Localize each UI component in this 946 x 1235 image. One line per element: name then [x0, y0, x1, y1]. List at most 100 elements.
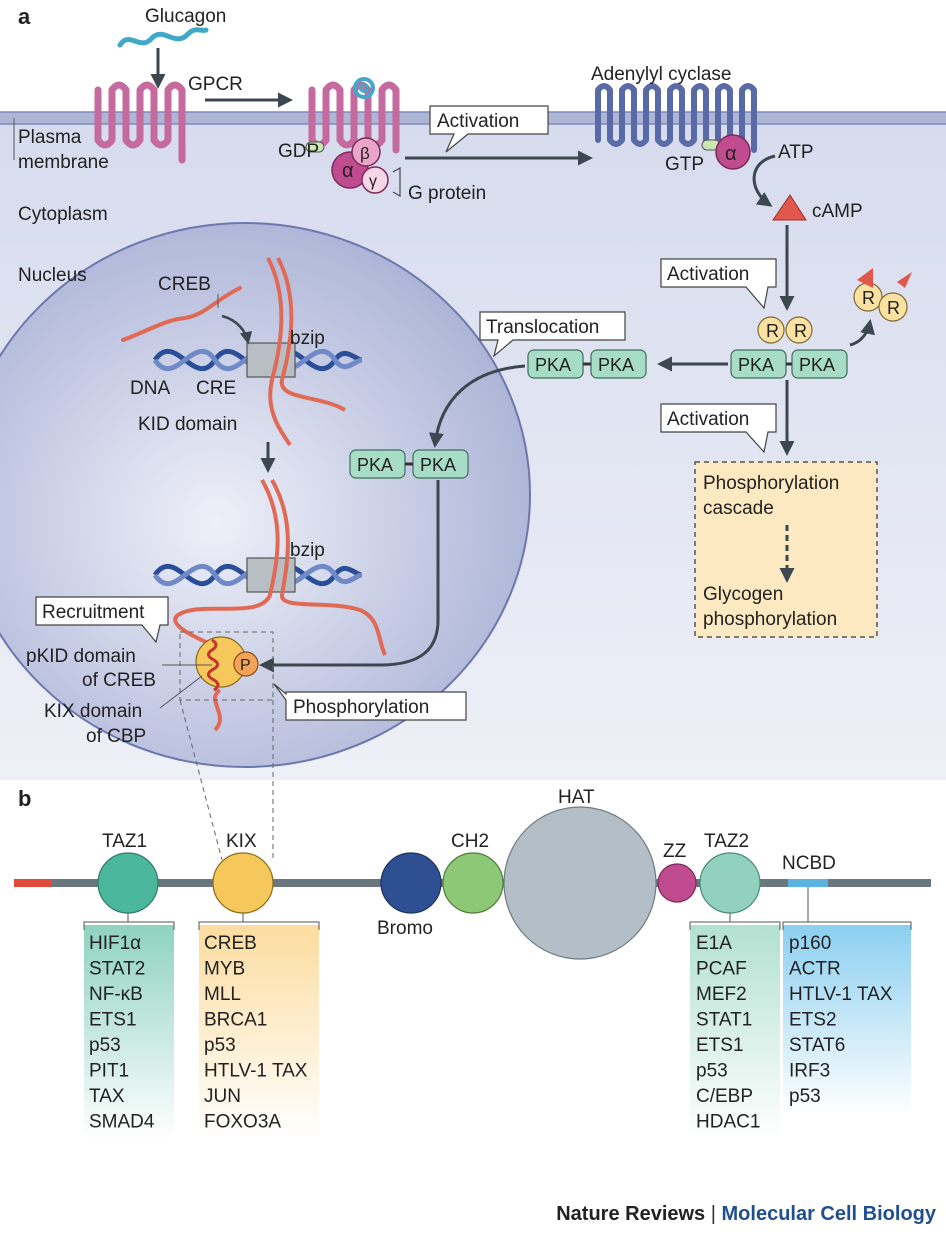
- kix-domain: [212, 852, 274, 914]
- cytoplasm-label: Cytoplasm: [18, 204, 108, 225]
- ncbd-partner-box: [782, 887, 912, 1115]
- creb-protein-bottom: [173, 479, 387, 732]
- glucagon-molecule: [117, 27, 209, 48]
- dna-bottom: [152, 557, 363, 593]
- taz1-domain: [97, 852, 159, 914]
- ncbd-partner-6: p53: [789, 1086, 821, 1107]
- kix-partner-1: MYB: [204, 959, 245, 980]
- bromo-label: Bromo: [377, 918, 433, 939]
- kix-partner-3: BRCA1: [204, 1010, 267, 1031]
- journal-footer: Nature Reviews | Molecular Cell Biology: [556, 1203, 936, 1226]
- taz1-partner-5: PIT1: [89, 1061, 129, 1082]
- ncbd-partner-4: STAT6: [789, 1035, 845, 1056]
- hat-label: HAT: [558, 787, 595, 808]
- translocation-callout: [479, 311, 626, 358]
- zoom-line-left: [179, 699, 223, 861]
- g-beta-label: β: [360, 144, 370, 163]
- ch2-domain: [442, 852, 504, 914]
- ncbd-partner-3: ETS2: [789, 1010, 837, 1031]
- bzip-label-top: bzip: [290, 328, 325, 349]
- activation-callout-top: [429, 105, 549, 153]
- r-subunit-label-2: R: [794, 321, 807, 341]
- nucleus: [0, 222, 531, 768]
- translocation-label: Translocation: [486, 317, 599, 338]
- phosphorylation-label: Phosphorylation: [293, 697, 429, 718]
- plasma-membrane-label-1: Plasma: [18, 127, 82, 148]
- taz1-partner-6: TAX: [89, 1086, 125, 1107]
- translocation-arrow: [428, 364, 526, 448]
- kix-partner-box: [198, 913, 320, 1140]
- pkid-label-1: pKID domain: [26, 646, 136, 667]
- kix-cbp-label-2: of CBP: [86, 726, 146, 747]
- activation-label-mid: Activation: [667, 264, 749, 285]
- hat-domain: [503, 806, 657, 960]
- dna-label: DNA: [130, 378, 170, 399]
- gdp-label: GDP: [278, 141, 319, 162]
- taz1-partner-7: SMAD4: [89, 1112, 155, 1133]
- glycogen-label-2: phosphorylation: [703, 609, 837, 630]
- journal-name: Nature Reviews: [556, 1203, 706, 1225]
- plasma-membrane-label-2: membrane: [18, 152, 109, 173]
- taz2-partner-7: HDAC1: [696, 1112, 760, 1133]
- panel-b-label: b: [18, 786, 31, 811]
- g-protein-label: G protein: [408, 183, 486, 204]
- adenylyl-cyclase: [595, 83, 757, 170]
- taz2-partner-3: STAT1: [696, 1010, 752, 1031]
- g-gamma-label: γ: [369, 173, 377, 190]
- taz1-partner-box: [83, 913, 175, 1140]
- taz1-label: TAZ1: [102, 831, 147, 852]
- taz2-partner-box: [689, 913, 781, 1140]
- pka-nuclear-label-1: PKA: [357, 455, 393, 475]
- phosphorylation-cascade-box: [694, 461, 878, 638]
- pka-nuclear-label-2: PKA: [420, 455, 456, 475]
- taz1-partner-3: ETS1: [89, 1010, 137, 1031]
- gpcr-inactive: [94, 81, 186, 164]
- zz-domain: [657, 863, 697, 903]
- kix-pkid-complex: [179, 631, 274, 701]
- kix-pointer: [159, 675, 203, 709]
- kix-partner-7: FOXO3A: [204, 1112, 281, 1133]
- pka-label-2: PKA: [799, 355, 835, 375]
- bromo-domain: [380, 852, 442, 914]
- glycogen-label-1: Glycogen: [703, 584, 783, 605]
- atp-label: ATP: [778, 142, 814, 163]
- released-r-subunits: [853, 268, 912, 322]
- dna-top: [152, 342, 363, 378]
- pka-free-label-1: PKA: [535, 355, 571, 375]
- g-alpha-label: α: [342, 160, 354, 182]
- cre-label: CRE: [196, 378, 236, 399]
- r-subunit-label-1: R: [766, 321, 779, 341]
- zz-label: ZZ: [663, 841, 687, 862]
- ncbd-partner-1: ACTR: [789, 959, 841, 980]
- cascade-label-2: cascade: [703, 498, 774, 519]
- phospho-p-label: P: [240, 657, 251, 674]
- camp-triangle: [772, 194, 807, 221]
- activation-callout-low: [660, 403, 777, 454]
- taz1-partner-0: HIF1α: [89, 933, 141, 954]
- camp-label: cAMP: [812, 201, 863, 222]
- phosphorylation-arrow: [259, 480, 440, 673]
- taz2-partner-0: E1A: [696, 933, 732, 954]
- journal-separator: |: [710, 1203, 716, 1225]
- bzip-label-bottom: bzip: [290, 540, 325, 561]
- kix-partner-6: JUN: [204, 1086, 241, 1107]
- pka-free-label-2: PKA: [598, 355, 634, 375]
- creb-protein-top: [121, 257, 347, 447]
- gpcr-label: GPCR: [188, 74, 243, 95]
- released-r-label-1: R: [862, 288, 875, 308]
- adenylyl-cyclase-label: Adenylyl cyclase: [591, 64, 731, 85]
- ncbd-partner-2: HTLV-1 TAX: [789, 984, 893, 1005]
- taz1-partner-4: p53: [89, 1035, 121, 1056]
- atp-to-camp-arrow: [752, 154, 776, 207]
- taz2-partner-4: ETS1: [696, 1035, 744, 1056]
- ncbd-partner-5: IRF3: [789, 1061, 830, 1082]
- gpcr-active: [308, 77, 400, 154]
- phosphorylation-callout: [273, 683, 467, 721]
- taz1-partner-1: STAT2: [89, 959, 145, 980]
- released-r-label-2: R: [887, 298, 900, 318]
- kix-partner-2: MLL: [204, 984, 241, 1005]
- taz2-partner-1: PCAF: [696, 959, 747, 980]
